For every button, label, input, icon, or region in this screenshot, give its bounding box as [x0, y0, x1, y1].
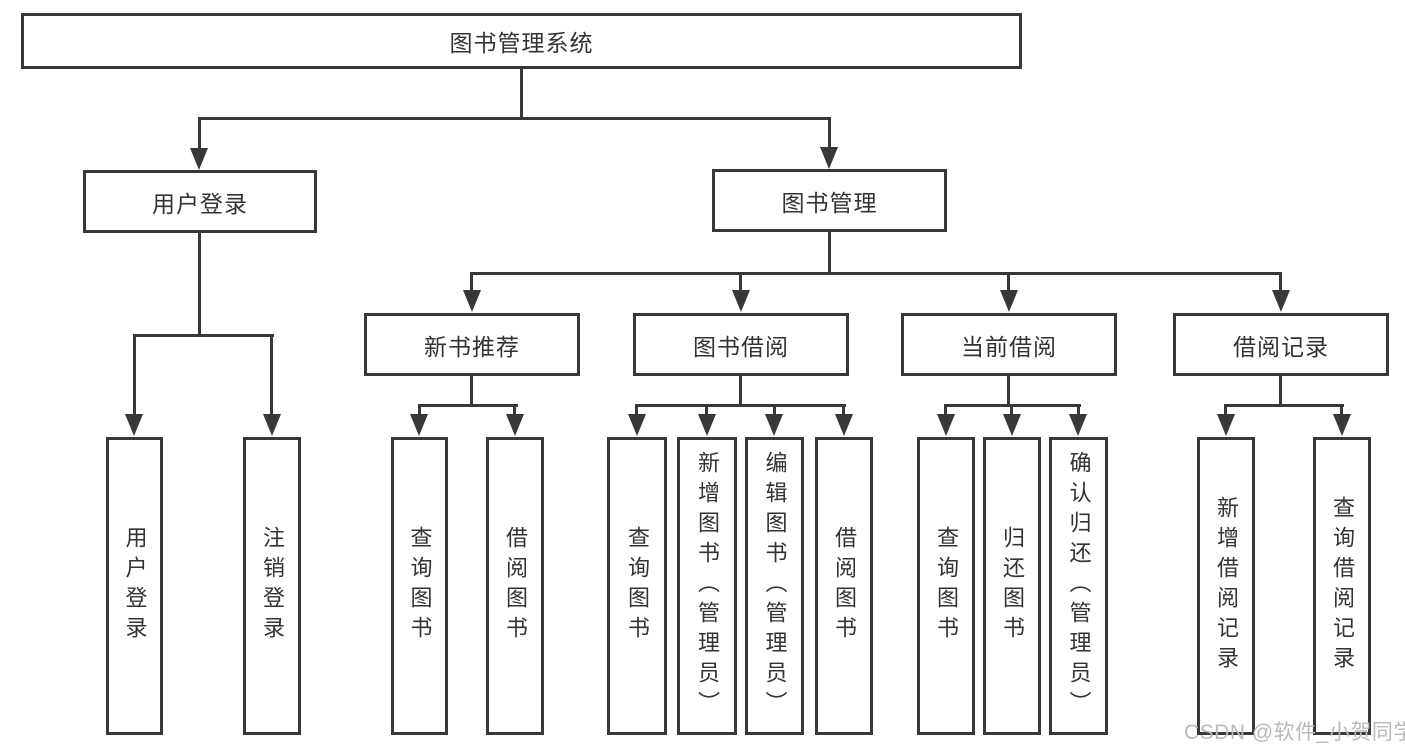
connector-module-stem — [739, 376, 742, 406]
connector-drop-leaf — [270, 334, 273, 416]
connector-user-login-stem — [198, 233, 201, 337]
arrow-down-icon — [1003, 414, 1021, 436]
arrow-down-icon — [765, 414, 783, 436]
arrow-down-icon — [1217, 414, 1235, 436]
connector-drop-leaf — [1340, 404, 1343, 416]
connector-book-mgmt-split — [471, 272, 1282, 275]
connector-user-login-split — [133, 334, 274, 337]
arrow-down-icon — [1069, 414, 1087, 436]
leaf-confirm-return-admin: 确认归还（管理员） — [1049, 437, 1108, 735]
node-book-borrow: 图书借阅 — [633, 313, 849, 376]
leaf-add-borrow-record: 新增借阅记录 — [1197, 437, 1255, 735]
connector-book-mgmt-stem — [828, 232, 831, 275]
leaf-user-login: 用户登录 — [106, 437, 163, 735]
arrow-down-icon — [820, 147, 838, 169]
arrow-down-icon — [263, 414, 281, 436]
connector-drop-module — [1007, 272, 1010, 292]
connector-drop-leaf — [1224, 404, 1227, 416]
node-book-management: 图书管理 — [712, 169, 947, 232]
arrow-down-icon — [1333, 414, 1351, 436]
arrow-down-icon — [506, 414, 524, 436]
arrow-down-icon — [1000, 290, 1018, 312]
node-borrow-records: 借阅记录 — [1173, 313, 1389, 376]
arrow-down-icon — [190, 148, 208, 170]
connector-drop-module — [1279, 272, 1282, 292]
leaf-query-book: 查询图书 — [917, 437, 975, 735]
arrow-down-icon — [937, 414, 955, 436]
connector-root-split — [198, 117, 831, 120]
leaf-edit-book-admin: 编辑图书（管理员） — [745, 437, 804, 735]
leaf-query-book: 查询图书 — [607, 437, 667, 735]
connector-drop-leaf — [418, 404, 421, 416]
connector-leaf-split — [1224, 404, 1344, 407]
leaf-borrow-book: 借阅图书 — [815, 437, 873, 735]
arrow-down-icon — [732, 290, 750, 312]
arrow-down-icon — [1272, 290, 1290, 312]
connector-drop-leaf — [944, 404, 947, 416]
connector-root-stem — [520, 69, 523, 118]
connector-module-stem — [1279, 376, 1282, 406]
leaf-borrow-book: 借阅图书 — [486, 437, 544, 735]
connector-drop-leaf — [842, 404, 845, 416]
connector-drop-leaf — [1010, 404, 1013, 416]
connector-drop-leaf — [705, 404, 708, 416]
node-library-management-system: 图书管理系统 — [21, 13, 1022, 69]
node-user-login: 用户登录 — [83, 170, 317, 233]
leaf-query-borrow-record: 查询借阅记录 — [1313, 437, 1371, 735]
node-current-borrow: 当前借阅 — [901, 313, 1117, 376]
arrow-down-icon — [628, 414, 646, 436]
node-new-book-recommend: 新书推荐 — [364, 313, 580, 376]
connector-module-stem — [1007, 376, 1010, 406]
connector-drop-module — [470, 272, 473, 292]
arrow-down-icon — [835, 414, 853, 436]
connector-module-stem — [470, 376, 473, 406]
arrow-down-icon — [125, 414, 143, 436]
leaf-logout: 注销登录 — [243, 437, 301, 735]
connector-drop-module — [739, 272, 742, 292]
connector-drop-leaf — [635, 404, 638, 416]
connector-drop-book-mgmt — [828, 117, 831, 148]
csdn-watermark: CSDN @软件_小贺同学 — [1184, 721, 1405, 744]
arrow-down-icon — [410, 414, 428, 436]
arrow-down-icon — [463, 290, 481, 312]
connector-drop-user-login — [198, 117, 201, 149]
connector-drop-leaf — [773, 404, 776, 416]
connector-drop-leaf — [1077, 404, 1080, 416]
connector-leaf-split — [418, 404, 518, 407]
connector-drop-leaf — [513, 404, 516, 416]
connector-leaf-split — [635, 404, 846, 407]
leaf-return-book: 归还图书 — [983, 437, 1041, 735]
leaf-add-book-admin: 新增图书（管理员） — [677, 437, 737, 735]
connector-drop-leaf — [133, 334, 136, 416]
arrow-down-icon — [698, 414, 716, 436]
leaf-query-book: 查询图书 — [391, 437, 448, 735]
